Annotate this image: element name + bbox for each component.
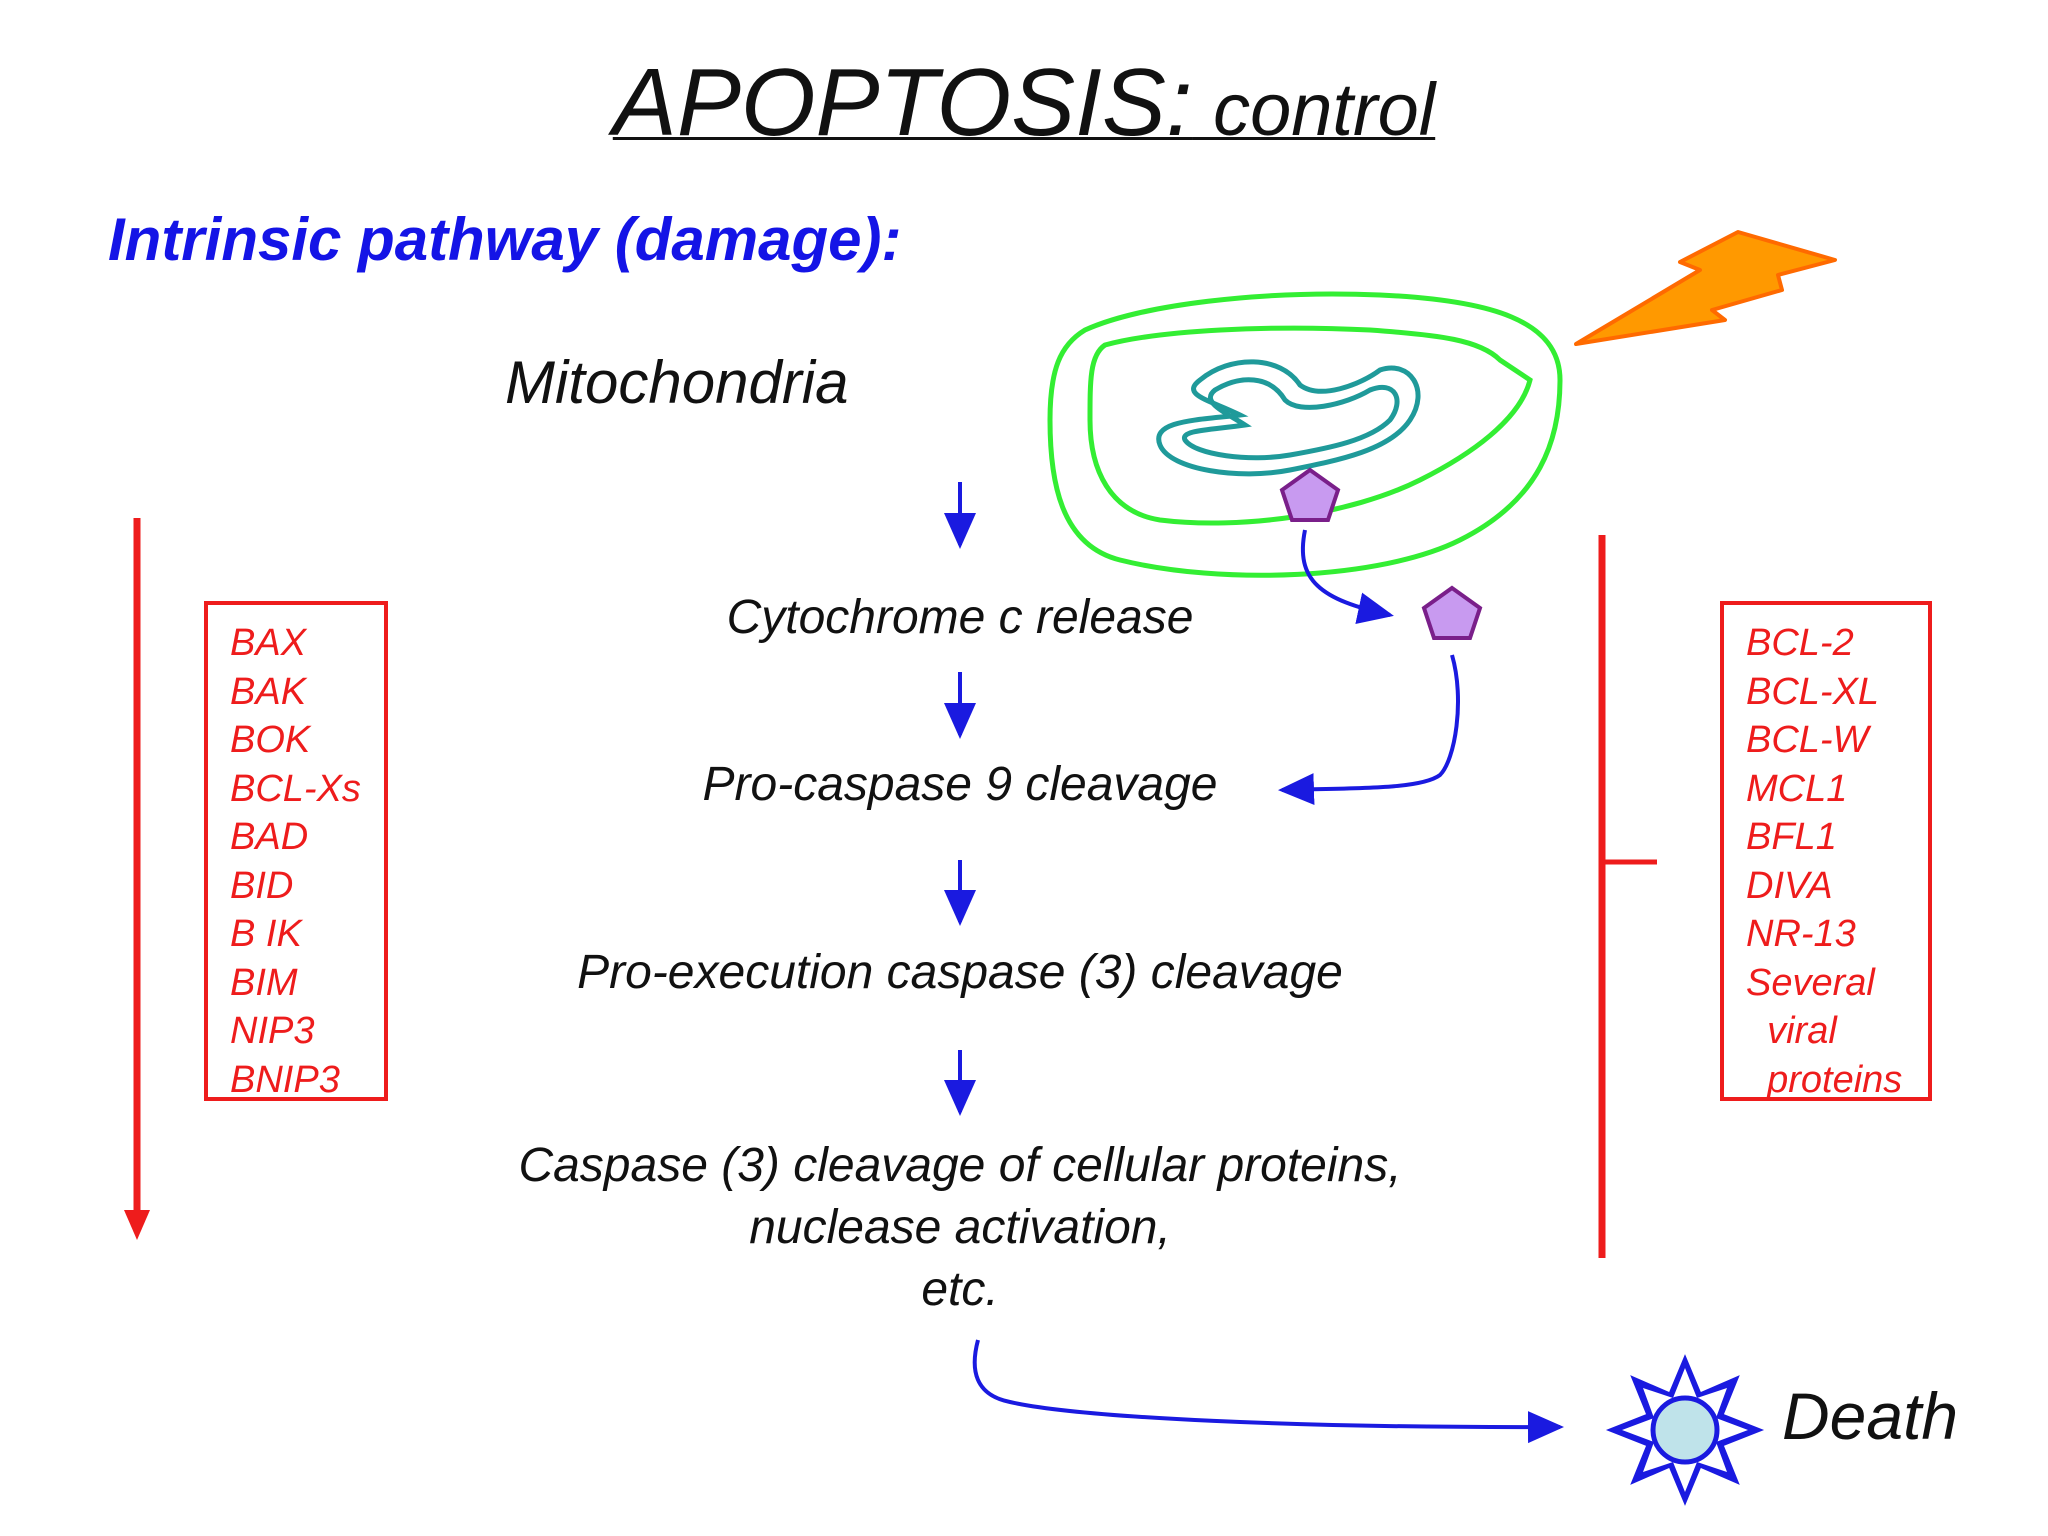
anti-item: DIVA [1746, 864, 1833, 907]
anti-item: BFL1 [1746, 816, 1837, 858]
pro-item: BAK [230, 670, 307, 713]
anti-item: BCL-W [1746, 719, 1869, 761]
final-line-2: nuclease activation, [749, 1201, 1171, 1254]
pro-item: B IK [230, 913, 302, 955]
title-main: APOPTOSIS: [612, 49, 1193, 156]
step-procaspase9-cleavage: Pro-caspase 9 cleavage [702, 758, 1218, 811]
anti-item: proteins [1746, 1058, 1903, 1101]
promote-arrowhead [124, 1210, 150, 1240]
death-star-icon [1605, 1354, 1765, 1506]
step-pro-execution-caspase: Pro-execution caspase (3) cleavage [577, 946, 1343, 999]
step-cytochrome-release: Cytochrome c release [726, 591, 1194, 644]
pathway-subtitle: Intrinsic pathway (damage): [108, 206, 902, 273]
final-line-3: etc. [921, 1263, 999, 1316]
lightning-icon [1574, 230, 1837, 346]
final-line-1: Caspase (3) cleavage of cellular protein… [518, 1139, 1402, 1192]
mitochondria-label: Mitochondria [505, 349, 849, 416]
anti-item: viral [1746, 1010, 1837, 1052]
death-label: Death [1782, 1379, 1959, 1453]
pro-item: BID [230, 864, 294, 907]
pro-item: BIM [230, 961, 298, 1004]
cytochrome-to-caspase9-arrow [1278, 654, 1460, 806]
mitochondrion-icon [1047, 291, 1563, 578]
pro-item: BCL-Xs [230, 767, 361, 810]
pro-item: BAX [230, 622, 307, 664]
anti-item: Several [1746, 961, 1875, 1004]
cytochrome-c-released-icon [1421, 585, 1483, 640]
anti-item: BCL-2 [1746, 622, 1854, 664]
cytochrome-c-icon [1279, 467, 1341, 522]
anti-item: BCL-XL [1746, 670, 1880, 713]
arrow-to-death [972, 1339, 1564, 1444]
cytochrome-release-arrow [1300, 529, 1394, 624]
pro-item: BOK [230, 719, 311, 761]
title-sub: control [1192, 68, 1436, 151]
slide-title: APOPTOSIS: control [0, 48, 2048, 158]
anti-item: NR-13 [1746, 913, 1856, 955]
pro-item: BAD [230, 816, 309, 858]
anti-item: MCL1 [1746, 767, 1848, 810]
pro-item: BNIP3 [230, 1058, 340, 1101]
step-caspase3-final: Caspase (3) cleavage of cellular protein… [410, 1135, 1510, 1321]
pro-item: NIP3 [230, 1010, 315, 1052]
